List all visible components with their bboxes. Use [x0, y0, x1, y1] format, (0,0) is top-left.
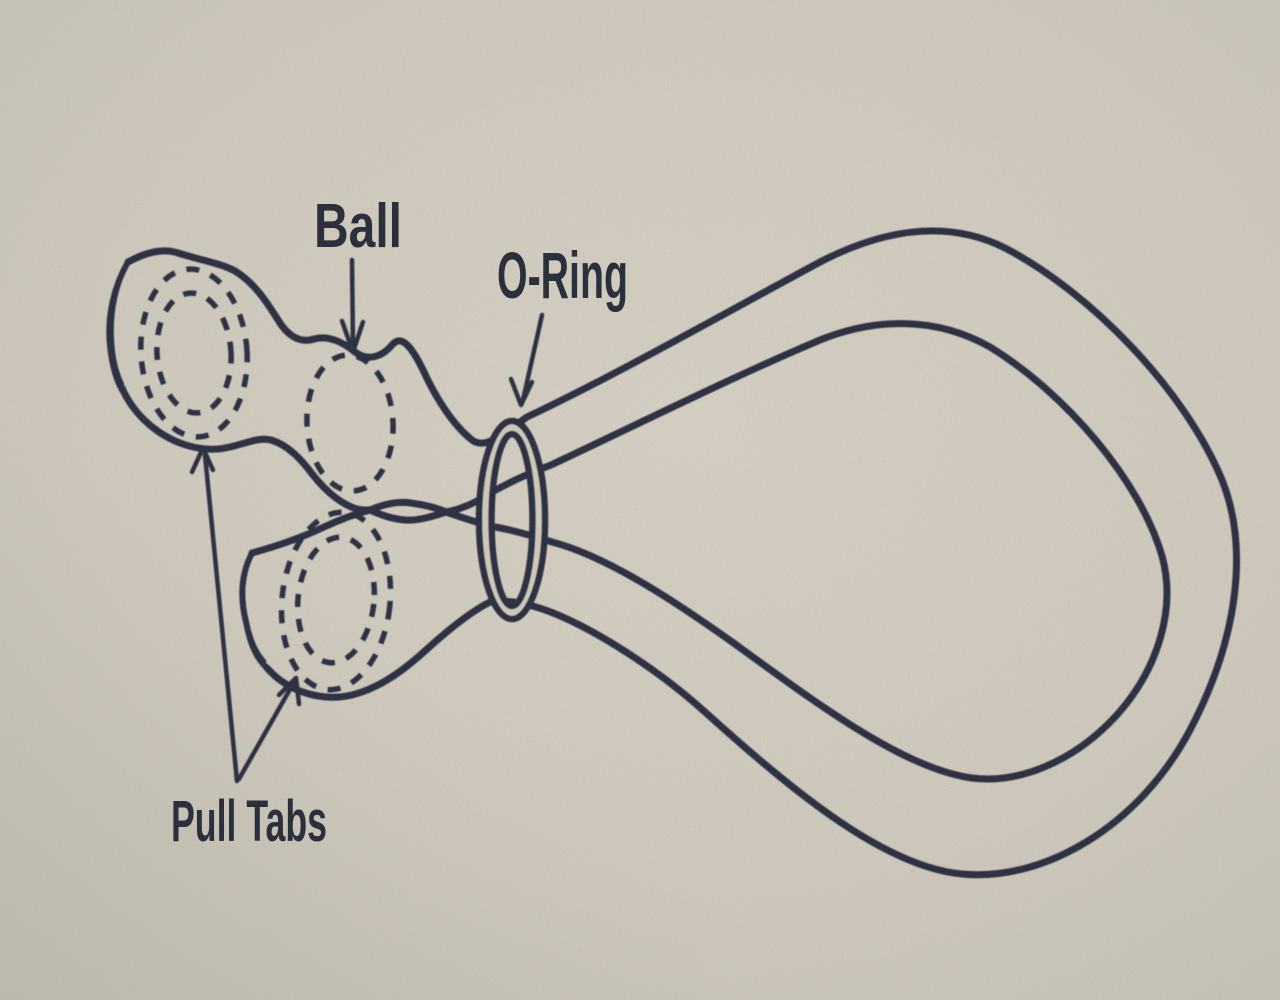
diagram-page: Ball O-Ring Pull Tabs: [0, 0, 1280, 1000]
photo-grain-overlay: [0, 0, 1280, 1000]
ball-launcher-diagram: Ball O-Ring Pull Tabs: [0, 0, 1280, 1000]
